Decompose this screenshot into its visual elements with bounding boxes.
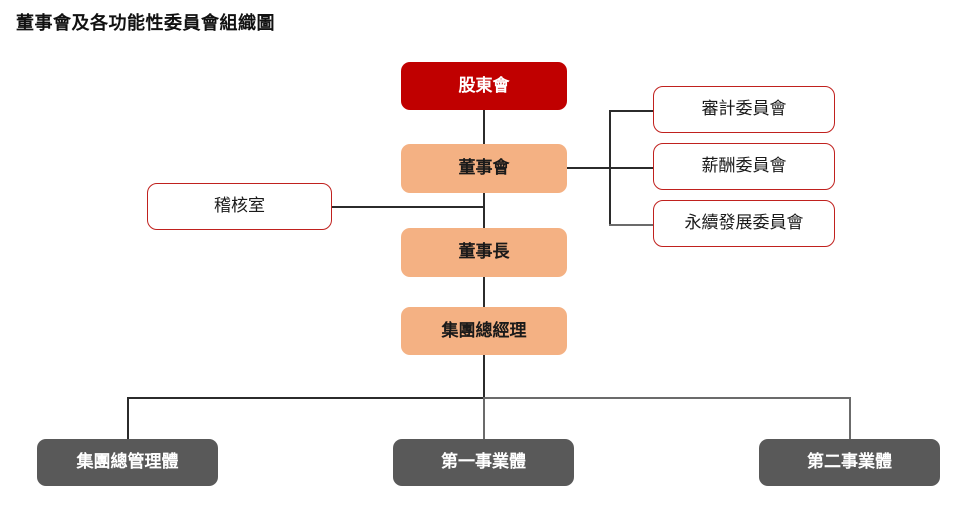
node-sustainability-committee[interactable]: 永續發展委員會 <box>653 200 835 247</box>
node-first-business-unit[interactable]: 第一事業體 <box>393 439 574 486</box>
connector-trunk-to-audit-committee <box>609 110 654 112</box>
node-board-of-directors[interactable]: 董事會 <box>401 144 567 193</box>
connector-bottom-bus <box>127 397 484 399</box>
node-shareholders-meeting[interactable]: 股東會 <box>401 62 567 110</box>
connector-shareholders-to-board <box>483 110 485 144</box>
connector-group-gm-to-bus <box>483 355 485 398</box>
connector-board-to-chairman <box>483 193 485 228</box>
connector-bus-to-group-management <box>127 397 129 439</box>
node-compensation-committee[interactable]: 薪酬委員會 <box>653 143 835 190</box>
node-second-business-unit[interactable]: 第二事業體 <box>759 439 940 486</box>
node-chairman[interactable]: 董事長 <box>401 228 567 277</box>
node-group-general-manager[interactable]: 集團總經理 <box>401 307 567 355</box>
connector-bus-to-first-business-unit <box>483 397 485 439</box>
page-title: 董事會及各功能性委員會組織圖 <box>16 13 275 33</box>
connector-audit-office-to-spine <box>331 206 484 208</box>
connector-trunk-to-sustainability-committee <box>609 224 654 226</box>
connector-trunk-to-compensation-committee <box>609 167 654 169</box>
connector-board-to-committee-trunk <box>567 167 610 169</box>
node-group-general-management[interactable]: 集團總管理體 <box>37 439 218 486</box>
node-audit-committee[interactable]: 審計委員會 <box>653 86 835 133</box>
connector-bus-to-second-business-unit <box>849 397 851 439</box>
connector-bottom-bus-right <box>483 397 850 399</box>
connector-chairman-to-group-gm <box>483 277 485 307</box>
node-audit-office[interactable]: 稽核室 <box>147 183 332 230</box>
